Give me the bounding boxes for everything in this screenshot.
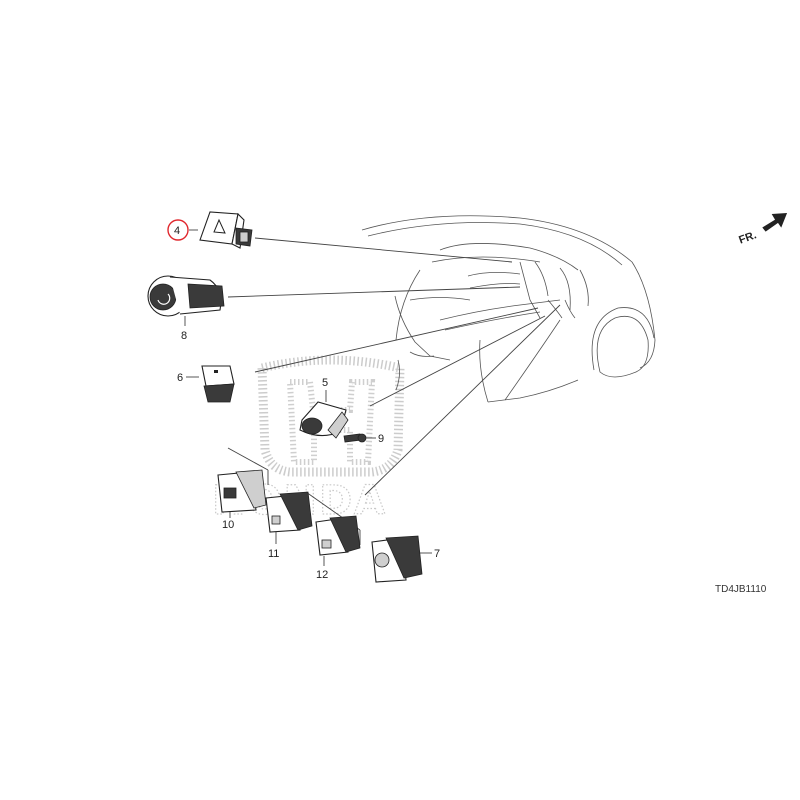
direction-label: FR. xyxy=(737,229,758,246)
part-12-switch[interactable]: 12 xyxy=(315,515,361,581)
diagram-code: TD4JB1110 xyxy=(715,584,767,595)
callout-11: 11 xyxy=(268,548,279,560)
part-5-switch-unit[interactable]: 5 xyxy=(299,377,349,439)
part-4-highlight-ring xyxy=(167,219,189,241)
arrow-icon xyxy=(762,212,788,232)
vehicle-outline xyxy=(361,215,656,403)
callout-4: 4 xyxy=(174,225,180,237)
callout-8: 8 xyxy=(181,330,187,342)
callout-6: 6 xyxy=(177,372,183,384)
part-7-switch[interactable]: 7 xyxy=(371,535,440,583)
callout-5: 5 xyxy=(322,377,328,389)
leader-lines xyxy=(227,237,561,545)
part-8-start-switch[interactable]: 8 xyxy=(147,275,225,342)
part-4-hazard-switch[interactable]: 4 xyxy=(167,211,253,249)
callout-10: 10 xyxy=(222,519,234,531)
callout-7: 7 xyxy=(434,548,440,560)
part-6-switch[interactable]: 6 xyxy=(177,365,235,403)
front-direction-indicator: FR. xyxy=(737,212,788,247)
part-9-screw[interactable]: 9 xyxy=(343,433,384,445)
part-11-switch[interactable]: 11 xyxy=(265,491,313,560)
hazard-triangle-icon xyxy=(213,218,226,234)
callout-12: 12 xyxy=(316,569,328,581)
part-10-switch[interactable]: 10 xyxy=(217,469,267,531)
callout-9: 9 xyxy=(378,433,384,445)
honda-logo-watermark xyxy=(257,355,405,477)
power-icon xyxy=(157,293,171,305)
